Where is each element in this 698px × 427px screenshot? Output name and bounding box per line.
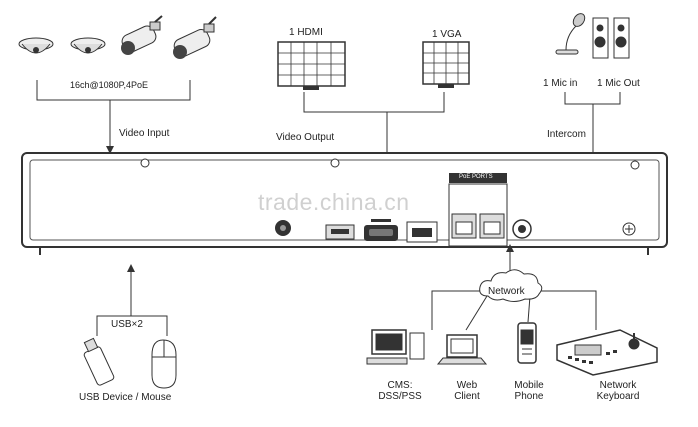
vga-monitor-icon	[422, 41, 470, 88]
usb-port	[325, 224, 355, 240]
ground-screw-icon	[622, 222, 636, 236]
hdmi-label: 1 HDMI	[289, 27, 323, 38]
video-input-connector	[36, 80, 191, 154]
poe-port-block	[448, 173, 508, 247]
intercom-label: Intercom	[547, 129, 586, 140]
mobile-phone-label: Mobile Phone	[504, 380, 554, 402]
usb-connector	[96, 264, 168, 336]
microphone-icon	[555, 13, 586, 55]
vga-label: 1 VGA	[432, 29, 462, 40]
network-port	[512, 219, 532, 239]
usb-device-label: USB Device / Mouse	[79, 392, 172, 403]
vga-port	[406, 221, 438, 243]
dome-camera-icon	[70, 37, 106, 54]
web-client-label-line2: Client	[454, 391, 480, 402]
cameras-spec-label: 16ch@1080P,4PoE	[70, 80, 149, 90]
network-label: Network	[488, 286, 525, 297]
cms-label-line1: CMS:	[387, 380, 413, 391]
mic-in-label: 1 Mic in	[543, 78, 578, 89]
mic-out-label: 1 Mic Out	[597, 78, 640, 89]
mic-port	[275, 220, 291, 236]
mobile-phone-label-line1: Mobile	[514, 380, 544, 391]
poe-ports-label: PoE PORTS	[459, 174, 493, 180]
video-output-label: Video Output	[276, 132, 335, 143]
watermark: trade.china.cn	[258, 189, 410, 215]
network-cloud-icon	[479, 269, 543, 302]
usb-drive-icon	[83, 337, 115, 386]
web-client-label: Web Client	[442, 380, 492, 402]
laptop-icon	[436, 334, 488, 365]
bullet-camera-icon	[121, 15, 163, 55]
cms-label: CMS: DSS/PSS	[372, 380, 428, 402]
speaker-icon	[592, 17, 630, 59]
usb-count-label: USB×2	[111, 319, 143, 330]
bullet-camera-icon	[173, 16, 217, 59]
dome-camera-icon	[18, 37, 54, 54]
network-keyboard-label-line1: Network	[599, 380, 637, 391]
mobile-phone-label-line2: Phone	[514, 391, 544, 402]
web-client-label-line1: Web	[456, 380, 478, 391]
network-keyboard-icon	[556, 329, 658, 376]
network-keyboard-label-line2: Keyboard	[596, 391, 640, 402]
cms-label-line2: DSS/PSS	[378, 391, 422, 402]
hdmi-port	[364, 219, 398, 241]
intercom-connector	[564, 92, 621, 152]
desktop-computer-icon	[366, 329, 425, 365]
video-output-connector	[303, 92, 445, 152]
hdmi-monitor-icon	[277, 41, 346, 90]
mouse-icon	[151, 339, 177, 389]
video-input-label: Video Input	[119, 128, 170, 139]
mobile-phone-icon	[517, 322, 537, 364]
network-keyboard-label: Network Keyboard	[588, 380, 648, 402]
